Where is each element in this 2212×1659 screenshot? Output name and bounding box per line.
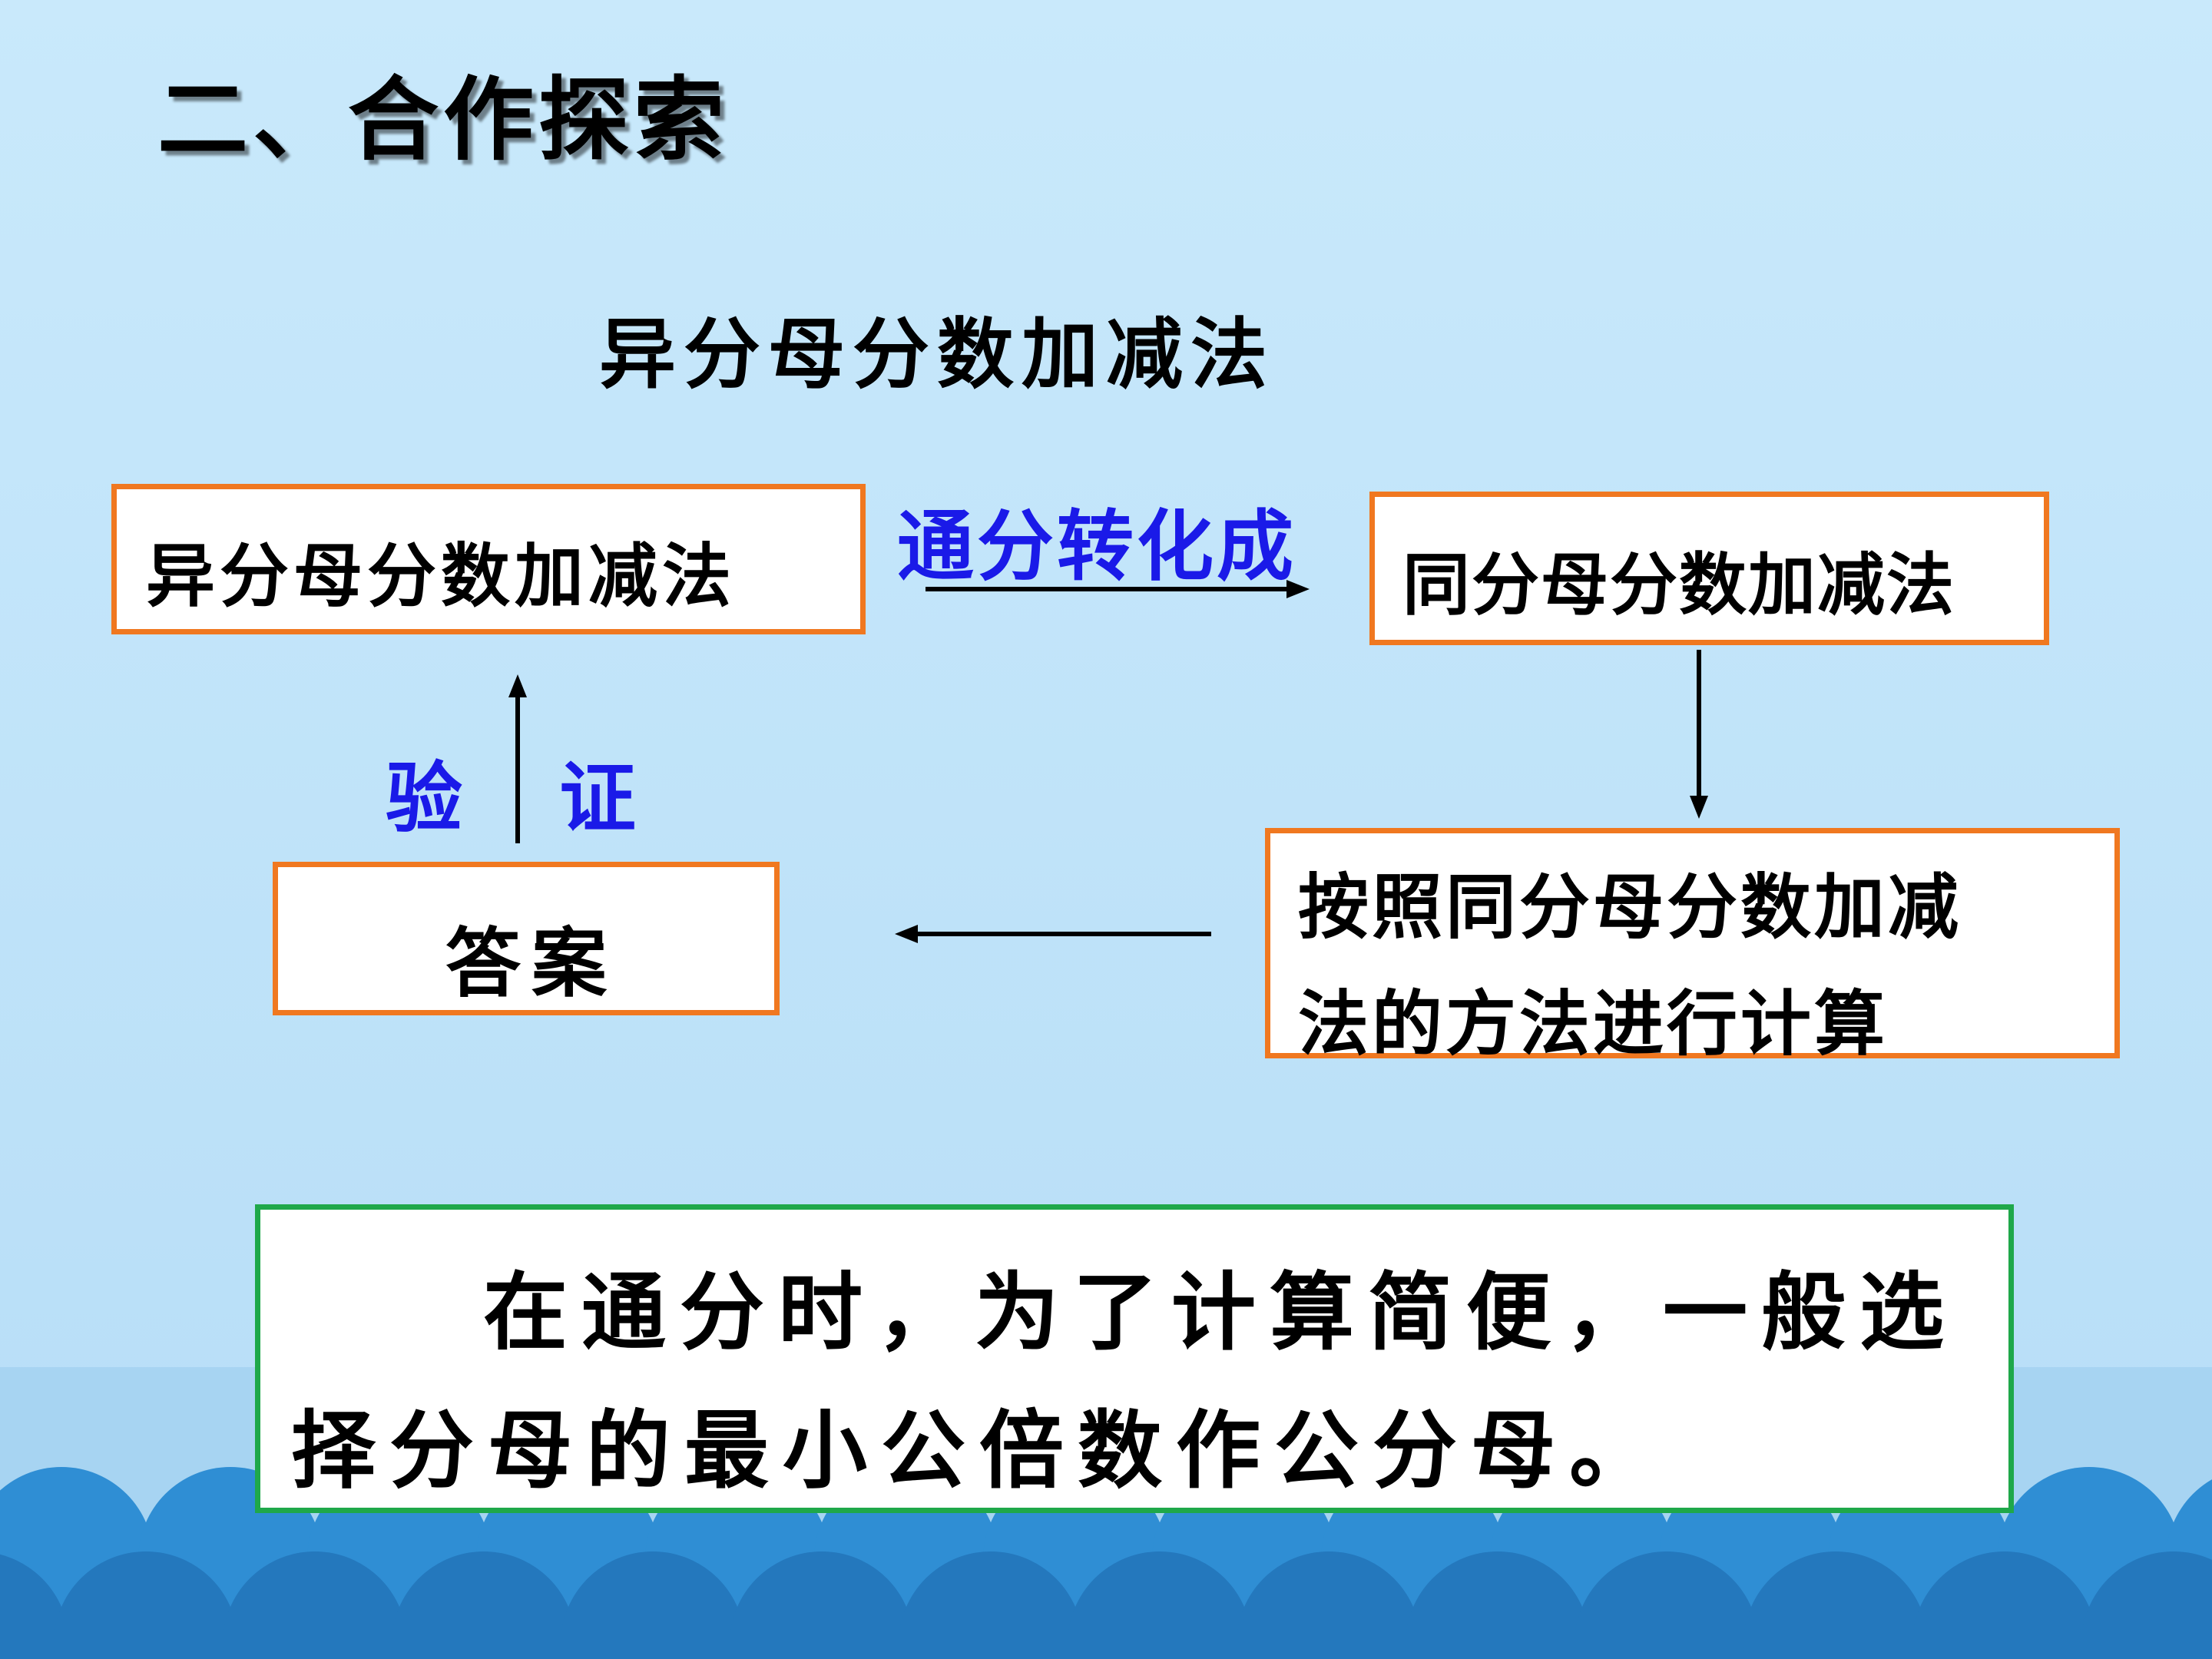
diagram-heading: 异分母分数加减法 [599, 309, 1275, 399]
note-line-2: 择分母的最小公倍数作公分母。 [291, 1401, 1667, 1500]
arrow-right [926, 580, 1310, 598]
box-answer-label: 答案 [445, 919, 618, 1008]
box-answer: 答案 [273, 862, 780, 1015]
box-compute: 按照同分母分数加减 法的方法进行计算 [1265, 828, 2120, 1065]
verify-label-right: 证 [559, 753, 636, 843]
arrow-down [1690, 650, 1708, 819]
box-compute-line1: 按照同分母分数加减 [1298, 866, 1962, 949]
arrow-up [508, 674, 527, 843]
box-same-denominators: 同分母分数加减法 [1369, 492, 2049, 645]
slide-title: 二、合作探索 [157, 66, 730, 173]
arrow-left [895, 925, 1211, 943]
box-same-denominators-label: 同分母分数加减法 [1402, 545, 1956, 624]
verify-label-left: 验 [386, 753, 462, 843]
note-line-1: 在通分时，为了计算简便，一般选 [483, 1263, 1958, 1362]
convert-label: 通分转化成 [897, 501, 1296, 591]
note-box: 在通分时，为了计算简便，一般选 择分母的最小公倍数作公分母。 [255, 1204, 2014, 1513]
box-compute-line2: 法的方法进行计算 [1298, 982, 1889, 1065]
box-different-denominators-label: 异分母分数加减法 [146, 535, 736, 617]
box-different-denominators: 异分母分数加减法 [111, 484, 866, 634]
